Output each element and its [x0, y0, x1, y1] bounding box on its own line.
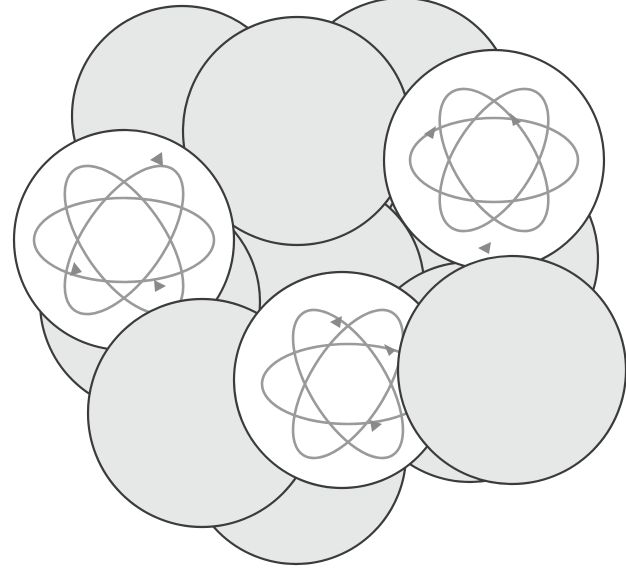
sphere-right [398, 256, 626, 484]
orbit-sphere-top-right-body [384, 50, 604, 270]
orbit-sphere-top-right [384, 50, 604, 270]
